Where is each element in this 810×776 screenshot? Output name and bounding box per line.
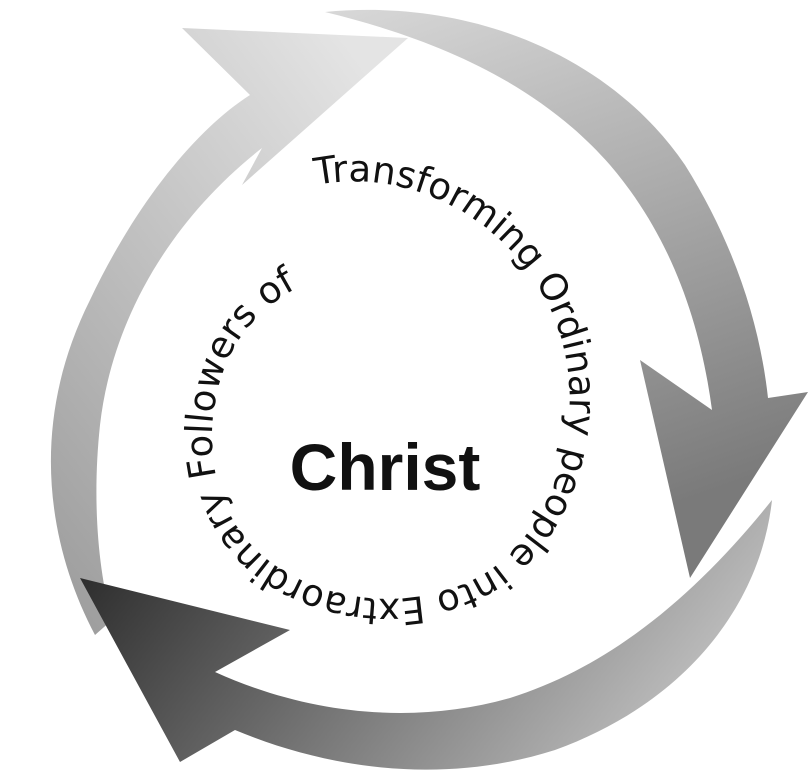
spiral-text: Transforming Ordinary people into Extrao…	[178, 147, 604, 633]
center-word: Christ	[290, 430, 481, 504]
top-left-arrow	[50, 28, 409, 635]
spiral-text-path: Transforming Ordinary people into Extrao…	[178, 147, 604, 633]
bottom-arrow	[80, 500, 772, 770]
right-arrow	[325, 9, 808, 579]
